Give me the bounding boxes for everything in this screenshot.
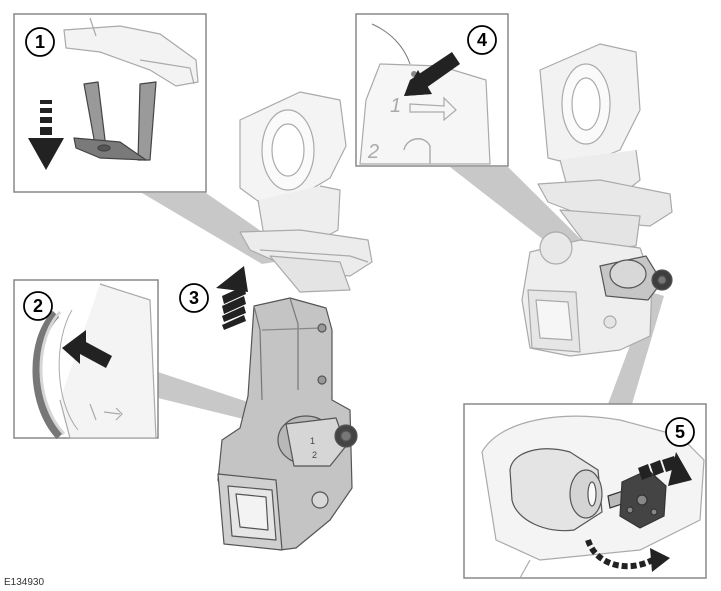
step-number-2: 2 <box>33 296 43 316</box>
step-badge-5: 5 <box>665 417 695 447</box>
panel-step-2: 2 <box>13 279 159 440</box>
lock-marking-1-small: 1 <box>310 436 315 446</box>
up-arrow <box>216 266 248 330</box>
figure-reference-code: E134930 <box>4 577 45 588</box>
lock-marking-2-small: 2 <box>312 450 317 460</box>
step-badge-4: 4 <box>467 25 497 55</box>
rotate-arrow <box>585 538 670 572</box>
lock-marking-2: 2 <box>367 141 379 163</box>
panel-step-5: 5 <box>463 403 707 579</box>
side-bolt <box>311 491 329 509</box>
step-badge-2: 2 <box>23 291 53 321</box>
key-knob <box>334 424 358 448</box>
down-arrow <box>28 100 64 170</box>
panel-step-4: 1 2 4 <box>355 13 509 167</box>
step-badge-3: 3 <box>179 283 209 313</box>
hitch-assembly-right <box>521 43 673 357</box>
right-lock-cylinder <box>599 255 673 301</box>
ghost-hitch-top <box>63 17 199 87</box>
marking-arrow-ghost <box>89 403 123 421</box>
lock-cylinder: 1 2 <box>277 415 347 467</box>
left-arrow <box>62 330 112 368</box>
step-3-indicator: 3 <box>179 266 248 330</box>
pull-right-arrow <box>638 452 692 486</box>
hitch-assembly-main: 1 2 <box>217 91 373 551</box>
step-number-1: 1 <box>35 32 45 52</box>
step-badge-1: 1 <box>25 27 55 57</box>
step-number-3: 3 <box>189 288 199 308</box>
seal-ring <box>32 310 64 440</box>
lock-barrel <box>509 448 603 532</box>
ghost-tow-ball-head <box>239 91 373 293</box>
receiver-tube <box>217 473 283 551</box>
lock-marking-1: 1 <box>390 95 401 117</box>
lock-key <box>607 469 667 529</box>
step-number-4: 4 <box>477 30 487 50</box>
down-left-arrow <box>404 52 460 96</box>
step-number-5: 5 <box>675 422 685 442</box>
clip-bracket <box>73 81 157 161</box>
panel-step-1: 1 <box>13 13 207 193</box>
